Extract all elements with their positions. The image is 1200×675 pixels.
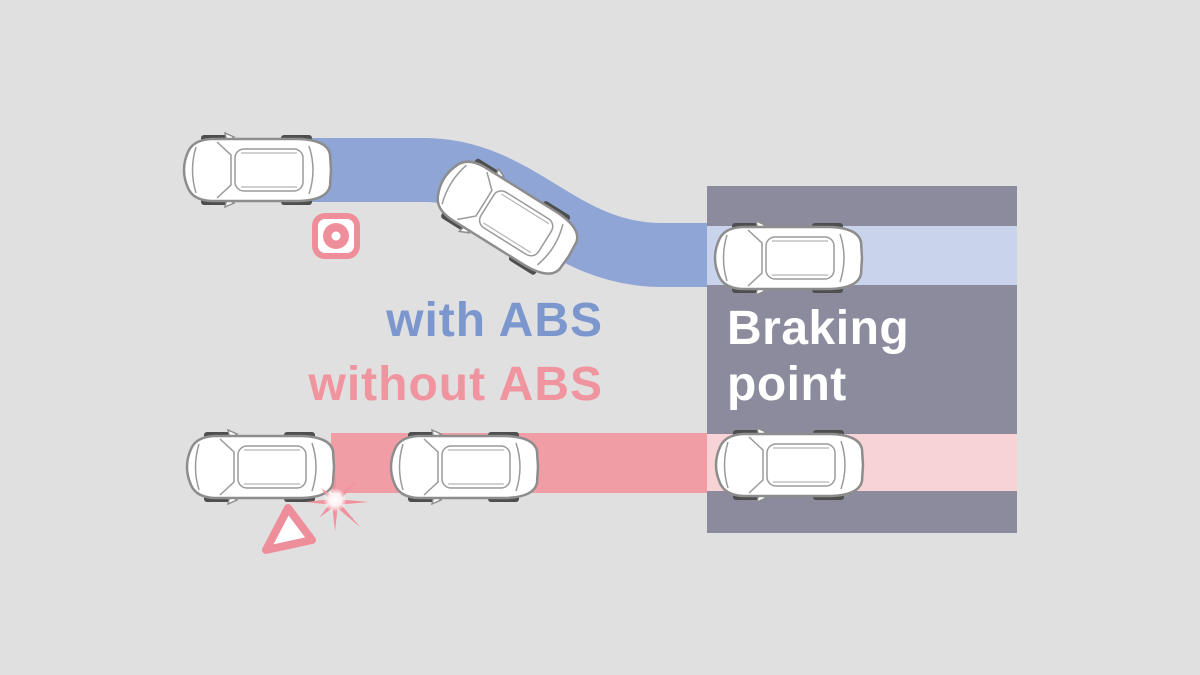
braking-point-line2: point <box>727 357 847 411</box>
car-without-abs-at-braking-point <box>714 426 865 504</box>
collision-star-icon <box>305 474 369 532</box>
car-with-abs-stopped <box>182 131 333 209</box>
braking-point-line1: Braking <box>727 302 910 355</box>
abs-indicator-icon <box>312 213 360 259</box>
without-abs-label: without ABS <box>308 358 603 411</box>
car-with-abs-at-braking-point <box>713 219 864 297</box>
with-abs-label: with ABS <box>386 294 603 347</box>
car-without-abs-crashed <box>185 428 336 506</box>
warning-triangle-icon <box>262 504 316 554</box>
car-without-abs-skidding <box>389 428 540 506</box>
braking-point-label: Braking point <box>727 301 909 412</box>
